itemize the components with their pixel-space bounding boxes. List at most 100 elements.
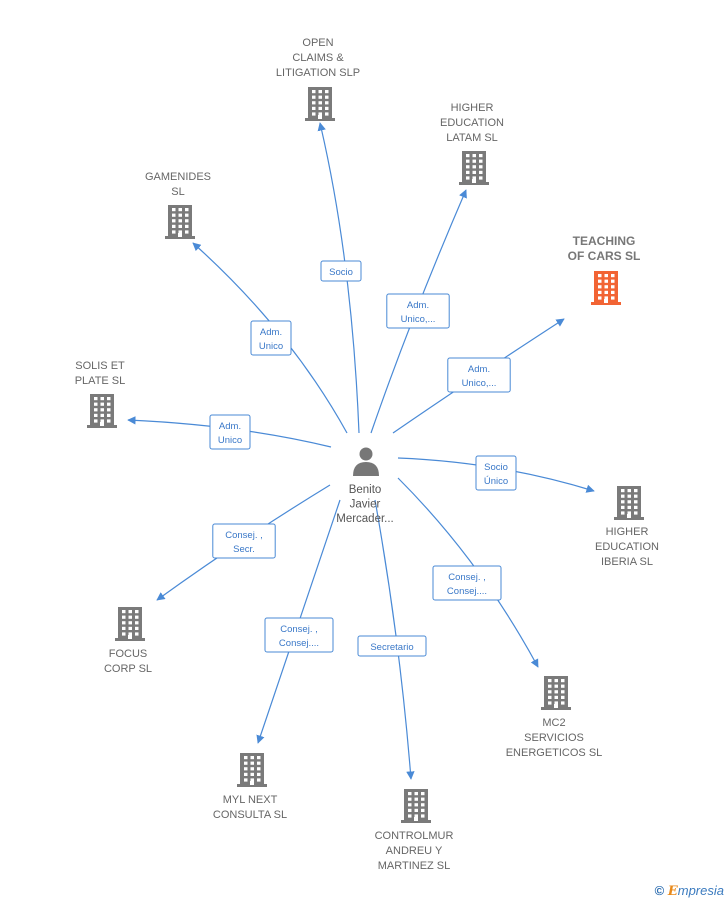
building-window bbox=[408, 803, 412, 807]
building-window bbox=[561, 695, 565, 699]
building-window bbox=[472, 159, 476, 163]
role-badge-frame bbox=[250, 320, 292, 356]
building-icon-myl-next[interactable] bbox=[237, 753, 267, 787]
building-window bbox=[185, 230, 189, 234]
building-base bbox=[237, 784, 267, 787]
building-window bbox=[627, 500, 631, 504]
building-window bbox=[178, 224, 182, 228]
brand-logo-initial: E bbox=[667, 884, 678, 899]
footer-brand[interactable]: © Empresia bbox=[655, 883, 724, 899]
building-window bbox=[634, 489, 638, 493]
role-badge-focus-corp[interactable]: Consej. ,Secr. bbox=[212, 523, 276, 559]
building-window bbox=[325, 112, 329, 116]
building-window bbox=[611, 285, 615, 289]
building-window bbox=[604, 285, 608, 289]
building-window bbox=[94, 419, 98, 423]
building-window bbox=[122, 610, 126, 614]
building-window bbox=[172, 213, 176, 217]
building-window bbox=[325, 106, 329, 110]
building-icon-controlmur[interactable] bbox=[401, 789, 431, 823]
building-window bbox=[244, 778, 248, 782]
building-window bbox=[598, 290, 602, 294]
company-name-line: TEACHING bbox=[573, 234, 636, 248]
building-icon-solis-et-plate[interactable] bbox=[87, 394, 117, 428]
building-window bbox=[598, 279, 602, 283]
building-window bbox=[244, 767, 248, 771]
building-window bbox=[598, 296, 602, 300]
building-window bbox=[178, 213, 182, 217]
building-door bbox=[100, 422, 104, 426]
building-window bbox=[128, 615, 132, 619]
building-window bbox=[634, 500, 638, 504]
building-icon-gamenides[interactable] bbox=[165, 205, 195, 239]
role-badge-myl-next[interactable]: Consej. ,Consej.... bbox=[264, 617, 334, 653]
building-door bbox=[250, 781, 254, 785]
building-window bbox=[604, 290, 608, 294]
role-badge-controlmur[interactable]: Secretario bbox=[357, 635, 427, 657]
building-base bbox=[165, 236, 195, 239]
role-badge-open-claims[interactable]: Socio bbox=[320, 260, 362, 282]
building-window bbox=[107, 408, 111, 412]
building-window bbox=[604, 274, 608, 278]
role-text: Consej.... bbox=[279, 638, 319, 649]
building-window bbox=[466, 165, 470, 169]
building-window bbox=[107, 419, 111, 423]
building-base bbox=[541, 707, 571, 710]
building-window bbox=[94, 397, 98, 401]
company-name-line: EDUCATION bbox=[595, 541, 659, 553]
building-window bbox=[621, 511, 625, 515]
building-icon-higher-education-latam[interactable] bbox=[459, 151, 489, 185]
building-window bbox=[250, 756, 254, 760]
role-badge-higher-education-latam[interactable]: Adm.Unico,... bbox=[386, 293, 450, 329]
building-window bbox=[621, 500, 625, 504]
center-person-node[interactable]: BenitoJavierMercader... bbox=[336, 447, 394, 526]
company-name-line: ENERGETICOS SL bbox=[506, 747, 603, 759]
building-window bbox=[548, 690, 552, 694]
building-icon-teaching-of-cars[interactable] bbox=[591, 271, 621, 305]
building-window bbox=[178, 208, 182, 212]
role-badge-gamenides[interactable]: Adm.Unico bbox=[250, 320, 292, 356]
company-name-line: PLATE SL bbox=[75, 375, 126, 387]
role-text: Socio bbox=[329, 267, 353, 278]
building-icon-open-claims[interactable] bbox=[305, 87, 335, 121]
company-name-line: MYL NEXT bbox=[223, 794, 278, 806]
edges-layer: SocioAdm.Unico,...Adm.UnicoAdm.Unico,...… bbox=[127, 122, 595, 780]
building-window bbox=[185, 219, 189, 223]
building-window bbox=[472, 176, 476, 180]
building-icon-higher-education-iberia[interactable] bbox=[614, 486, 644, 520]
building-window bbox=[421, 803, 425, 807]
building-door bbox=[178, 233, 182, 237]
building-window bbox=[185, 208, 189, 212]
role-badge-mc2-servicios[interactable]: Consej. ,Consej.... bbox=[432, 565, 502, 601]
center-name-line: Javier bbox=[350, 499, 381, 511]
building-window bbox=[100, 408, 104, 412]
building-base bbox=[459, 182, 489, 185]
building-window bbox=[561, 679, 565, 683]
company-name-line: EDUCATION bbox=[440, 117, 504, 129]
building-icon-mc2-servicios[interactable] bbox=[541, 676, 571, 710]
building-icon-focus-corp[interactable] bbox=[115, 607, 145, 641]
person-head bbox=[359, 447, 373, 461]
role-text: Adm. bbox=[468, 364, 490, 375]
building-window bbox=[257, 767, 261, 771]
role-badge-frame bbox=[386, 293, 450, 329]
person-icon bbox=[353, 447, 379, 476]
building-window bbox=[421, 797, 425, 801]
building-window bbox=[621, 505, 625, 509]
building-window bbox=[128, 632, 132, 636]
role-badge-teaching-of-cars[interactable]: Adm.Unico,... bbox=[447, 357, 511, 393]
role-badge-solis-et-plate[interactable]: Adm.Unico bbox=[209, 414, 251, 450]
building-window bbox=[408, 792, 412, 796]
building-window bbox=[312, 112, 316, 116]
